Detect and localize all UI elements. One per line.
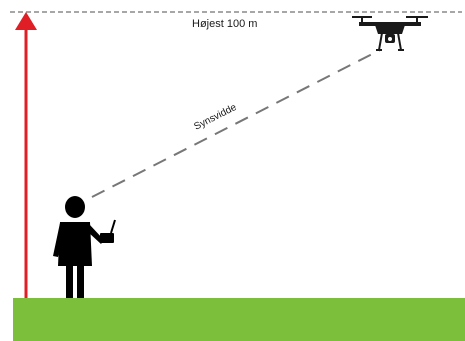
pilot-person-icon [53, 196, 115, 300]
line-of-sight-label: Synsvidde [192, 102, 238, 133]
line-of-sight-line [92, 50, 380, 197]
max-height-label: Højest 100 m [192, 18, 257, 30]
ground [13, 298, 465, 341]
drone-icon [352, 17, 428, 50]
height-arrow-icon [15, 12, 37, 299]
